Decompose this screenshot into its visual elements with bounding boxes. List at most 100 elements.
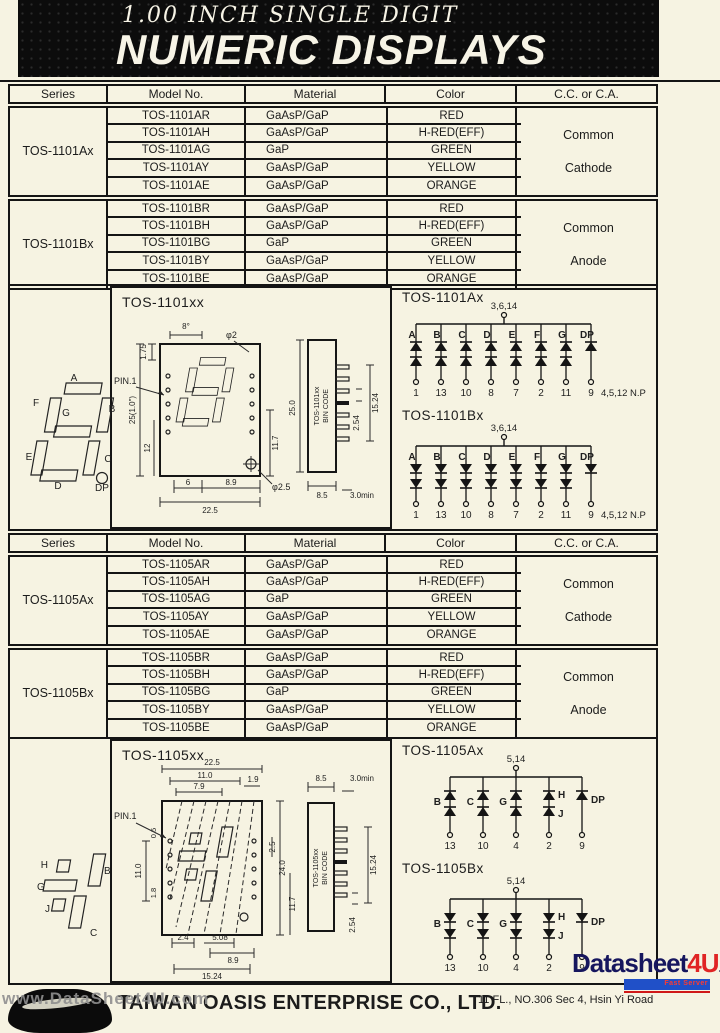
pin-number: 9 — [588, 510, 594, 521]
pin-number: 13 — [435, 510, 447, 521]
col-header-model: Model No. — [106, 533, 246, 553]
segment-label: H — [558, 790, 565, 801]
segment-label: H — [558, 912, 565, 923]
dim-label: 15.24 — [202, 972, 223, 981]
dim-label: 24.0 — [278, 860, 287, 876]
diode-icon — [444, 807, 456, 816]
segment-label: DP — [95, 483, 109, 492]
company-address: 11 FL., NO.306 Sec 4, Hsin Yi Road — [478, 994, 654, 1006]
segment-label: C — [104, 454, 111, 465]
dim-label: 22.5 — [202, 506, 218, 515]
segment-label: F — [33, 398, 39, 409]
np-pins-label: 4,5,12 N.P — [601, 510, 646, 521]
pin-terminal — [462, 500, 470, 508]
pin1-label: PIN.1 — [114, 811, 137, 821]
datasheet4u-logo: Datasheet4U.com Fast Server — [572, 948, 720, 993]
pin-number: 11 — [561, 388, 572, 399]
diode-icon — [460, 357, 472, 366]
polarity-cell: Common Cathode — [563, 576, 614, 625]
segment-label: E — [509, 452, 516, 463]
segment-label: B — [104, 866, 111, 877]
segment-label: J — [45, 904, 50, 915]
pin-number: 10 — [477, 841, 489, 852]
diode-icon — [435, 464, 447, 473]
dim-label: 8.5 — [315, 774, 327, 783]
segment-label: F — [534, 452, 540, 463]
common-terminal — [500, 311, 508, 319]
diode-icon — [585, 464, 597, 473]
common-terminal — [512, 764, 520, 772]
dim-label: 11.7 — [288, 896, 297, 912]
pin-terminal — [537, 500, 545, 508]
pin-number: 10 — [460, 510, 472, 521]
segment-label: G — [499, 797, 507, 808]
pin-terminal — [545, 953, 553, 961]
dim-label: 0.5 — [149, 828, 158, 838]
dim-label: 15.24 — [371, 392, 380, 413]
pin1-label: PIN.1 — [114, 376, 137, 386]
segment-legend-1105: H G J B C — [37, 853, 111, 939]
dim-label: 5.08 — [212, 933, 228, 942]
circuit-title: TOS-1101Ax — [402, 290, 484, 305]
dim-label: 1.8 — [149, 888, 158, 898]
brand-com-text: .com — [719, 960, 720, 975]
dim-label: 25.0 — [288, 400, 297, 416]
brand-underline — [624, 991, 710, 993]
segment-label: D — [483, 330, 490, 341]
pin-number: 11 — [561, 510, 572, 521]
segment-label: C — [467, 919, 474, 930]
pin-terminal — [479, 953, 487, 961]
diode-icon — [410, 342, 422, 351]
common-pin-label: 3,6,14 — [491, 301, 517, 312]
segment-label: H — [41, 860, 48, 871]
pin-terminal — [587, 378, 595, 386]
pin-number: 1 — [413, 388, 419, 399]
dim-label: 22.5 — [204, 758, 220, 767]
diode-icon — [560, 357, 572, 366]
pin-number: 7 — [513, 388, 519, 399]
segment-label: B — [434, 919, 441, 930]
polarity-cell: Common Anode — [563, 220, 614, 269]
diagram-section-1101: TOS-1101xx 8° φ2 — [8, 284, 658, 531]
col-header-series: Series — [8, 533, 108, 553]
pin-terminal — [437, 500, 445, 508]
col-header-color: Color — [384, 533, 517, 553]
diode-icon — [543, 913, 555, 922]
diode-icon — [410, 479, 422, 488]
diode-icon — [460, 342, 472, 351]
dim-label: 6 — [186, 478, 191, 487]
pin-number: 13 — [435, 388, 447, 399]
pin-number: 13 — [444, 841, 456, 852]
header-divider — [0, 80, 720, 82]
pin-number: 9 — [588, 388, 594, 399]
dim-label: 2.54 — [348, 917, 357, 933]
pin-number: 2 — [546, 963, 552, 974]
pin-terminal — [462, 378, 470, 386]
dim-label: 1.75 — [139, 344, 148, 360]
dim-label: 2.4 — [177, 933, 189, 942]
segment-label: C — [458, 330, 465, 341]
col-header-series: Series — [8, 84, 108, 104]
series-cell: TOS-1101Ax — [10, 108, 108, 195]
table-header-row: Series Model No. Material Color C.C. or … — [8, 84, 658, 104]
diode-icon — [485, 357, 497, 366]
diode-icon — [543, 791, 555, 800]
page-title: NUMERIC DISPLAYS — [116, 26, 547, 73]
diode-icon — [510, 479, 522, 488]
dp-circle — [239, 912, 249, 922]
pin-terminal — [487, 500, 495, 508]
segment-label: B — [433, 452, 440, 463]
segment-label: G — [499, 919, 507, 930]
diode-icon — [535, 342, 547, 351]
circuit-title: TOS-1105Ax — [402, 743, 484, 758]
dim-label: 11.7 — [271, 435, 280, 451]
